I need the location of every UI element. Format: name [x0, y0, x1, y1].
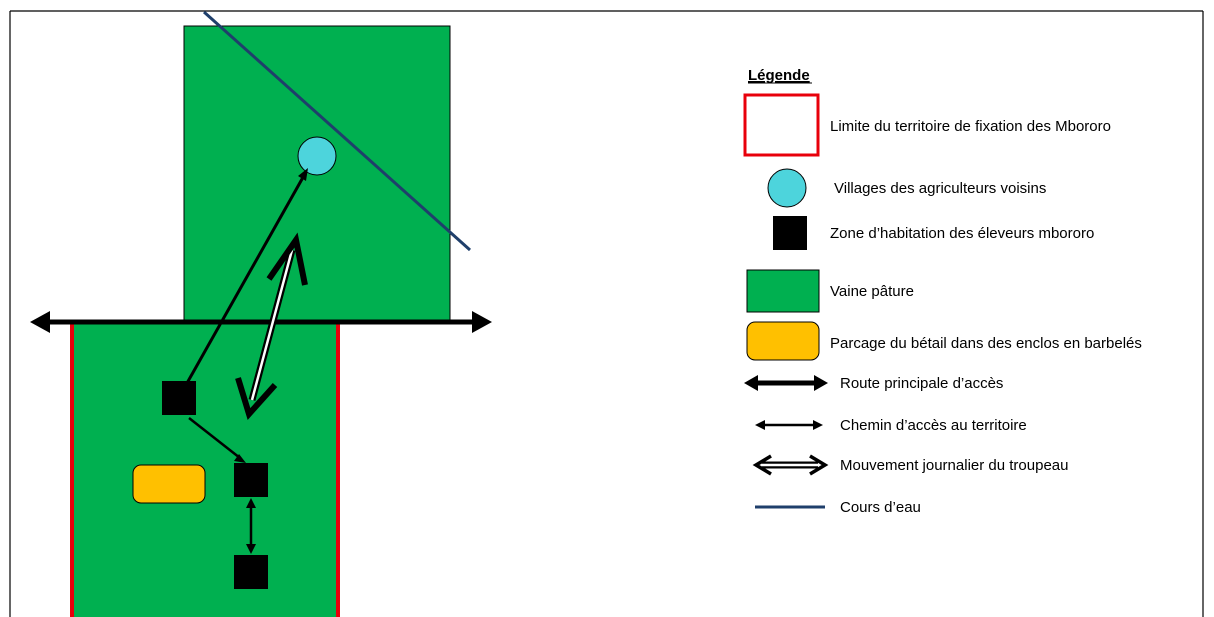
access-path-hab23-arrow-down	[246, 544, 256, 554]
access-path-hab23-arrow-up	[246, 498, 256, 508]
cattle-pen	[132, 464, 206, 504]
legend: Légende Limite du territoire de fixation…	[743, 67, 1142, 516]
access-path-hab-arrowhead	[234, 454, 246, 463]
legend-access-path-label: Chemin d’accès au territoire	[840, 417, 1027, 434]
access-path-hab1-hab2	[188, 417, 241, 459]
legend-village-label: Villages des agriculteurs voisins	[834, 180, 1046, 197]
habitation-2	[234, 463, 268, 497]
legend-cattle-pen-label: Parcage du bétail dans des enclos en bar…	[830, 335, 1142, 352]
legend-title: Légende	[748, 67, 810, 84]
legend-main-road-label: Route principale d’accès	[840, 375, 1003, 392]
legend-territory-boundary-swatch	[743, 93, 820, 157]
legend-village-swatch	[767, 168, 807, 208]
legend-pasture-label: Vaine pâture	[830, 283, 914, 300]
legend-herd-movement-swatch	[752, 454, 829, 476]
village-agriculteurs	[297, 136, 337, 176]
legend-cattle-pen-swatch	[746, 321, 820, 361]
legend-access-path-swatch	[755, 420, 823, 430]
access-path-arrowhead-north	[298, 168, 308, 181]
main-road-arrow-left	[30, 311, 50, 333]
habitation-3	[234, 555, 268, 589]
territoire-mbororo	[72, 322, 338, 617]
legend-herd-movement-label: Mouvement journalier du troupeau	[840, 457, 1068, 474]
legend-main-road-swatch	[744, 375, 828, 391]
legend-habitation-swatch	[773, 216, 807, 250]
habitation-1	[162, 381, 196, 415]
legend-river-label: Cours d’eau	[840, 499, 921, 516]
legend-habitation-label: Zone d’habitation des éleveurs mbororo	[830, 225, 1094, 242]
access-path-village	[180, 171, 308, 393]
river	[202, 10, 472, 252]
main-road-arrow-right	[472, 311, 492, 333]
legend-pasture-swatch	[746, 269, 820, 313]
herd-movement-arrow	[235, 232, 308, 420]
legend-territory-boundary-label: Limite du territoire de fixation des Mbo…	[830, 118, 1111, 135]
